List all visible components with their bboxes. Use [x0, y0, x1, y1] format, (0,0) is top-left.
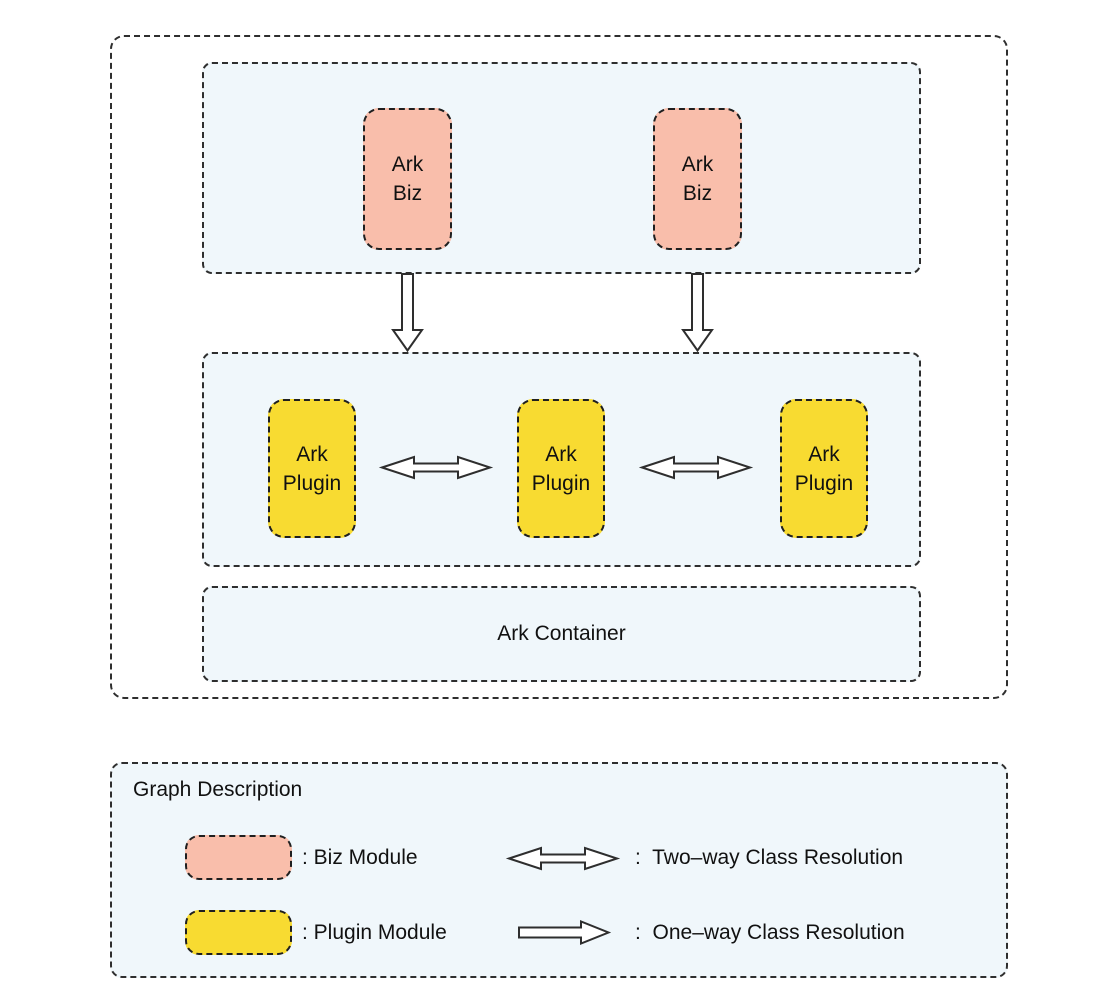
ark-plugin-box: Ark Plugin: [780, 399, 868, 538]
plugin-layer: Ark Plugin Ark Plugin Ark Plugin: [202, 352, 921, 567]
legend-label-two-way: : Two–way Class Resolution: [635, 845, 904, 869]
ark-container-label: Ark Container: [497, 622, 626, 645]
ark-biz-label: Ark Biz: [391, 153, 424, 205]
two-way-arrow-icon: [505, 846, 621, 871]
ark-container-box: Ark Container: [202, 586, 921, 682]
biz-swatch: [185, 835, 292, 880]
legend-title: Graph Description: [133, 778, 303, 801]
ark-plugin-label: Ark Plugin: [794, 442, 854, 495]
one-way-arrow-icon: [518, 920, 612, 945]
biz-layer: Ark Biz Ark Biz: [202, 62, 921, 274]
legend-label-biz-module: : Biz Module: [302, 845, 418, 869]
legend-box: Graph Description : Biz Module : Plugin …: [110, 762, 1008, 978]
two-way-arrow-icon: [378, 455, 494, 480]
legend-label-plugin-module: : Plugin Module: [302, 920, 447, 944]
plugin-swatch: [185, 910, 292, 955]
ark-plugin-label: Ark Plugin: [282, 442, 342, 495]
ark-plugin-label: Ark Plugin: [531, 442, 591, 495]
ark-system-boundary: Ark Biz Ark Biz Ark Plugin Ark Plugin: [110, 35, 1008, 699]
down-arrow-icon: [391, 273, 424, 353]
down-arrow-icon: [681, 273, 714, 353]
ark-biz-box: Ark Biz: [653, 108, 742, 250]
ark-biz-label: Ark Biz: [681, 153, 714, 205]
ark-biz-box: Ark Biz: [363, 108, 452, 250]
ark-plugin-box: Ark Plugin: [517, 399, 605, 538]
ark-plugin-box: Ark Plugin: [268, 399, 356, 538]
two-way-arrow-icon: [638, 455, 754, 480]
legend-label-one-way: : One–way Class Resolution: [635, 920, 905, 944]
